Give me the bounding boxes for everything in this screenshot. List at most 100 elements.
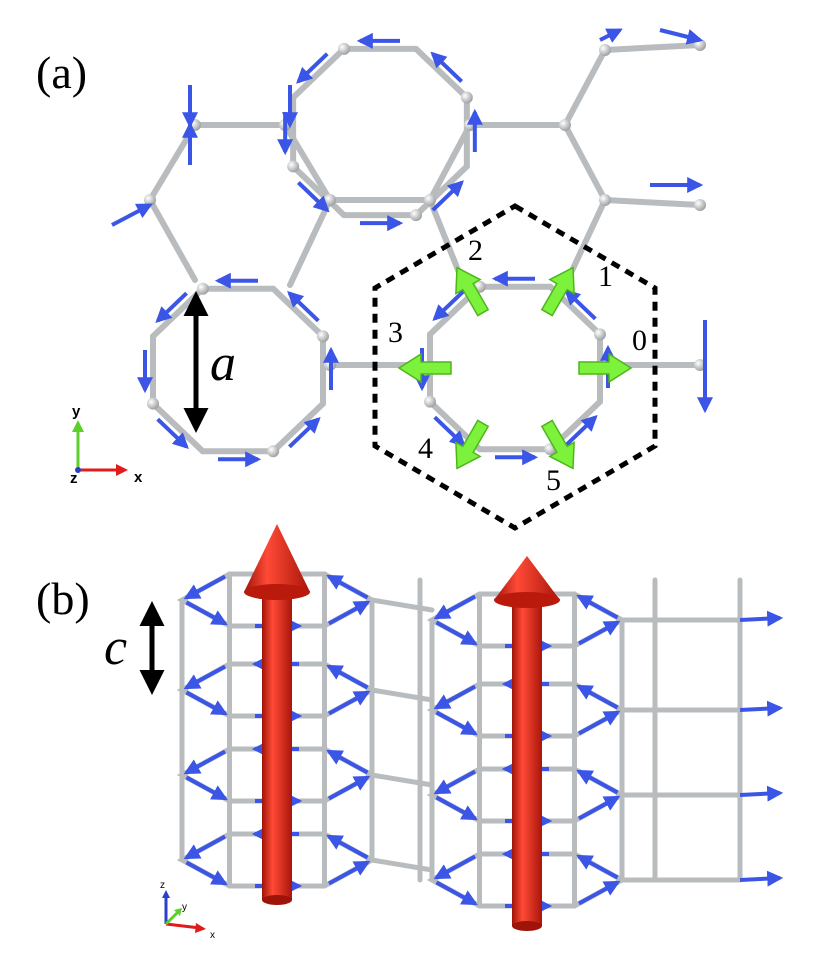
- panel-a: (a) 0 1 2 3 4 5 a y: [36, 28, 713, 531]
- atom: [559, 119, 571, 131]
- spin-b-11: [327, 690, 371, 716]
- net-moment-arrow-left: [244, 524, 310, 905]
- bond-34: [427, 122, 473, 203]
- axis-b-z-label: z: [160, 880, 165, 891]
- spin-b-48: [739, 610, 784, 627]
- lattice-constant-c-arrow: c: [104, 601, 165, 695]
- lattice-constant-c-label: c: [104, 619, 127, 676]
- spin-b-21: [185, 860, 228, 886]
- site-label-0: 0: [632, 324, 647, 357]
- site-label-3: 3: [388, 316, 403, 349]
- lattice-constant-a-label: a: [210, 335, 236, 392]
- bond-31: [602, 42, 703, 53]
- spin-arrow-2: [296, 52, 329, 84]
- spin-b-3: [185, 600, 228, 626]
- spin-b-5: [327, 600, 371, 626]
- link-29: [369, 857, 435, 873]
- spin-b-12: [326, 749, 369, 775]
- atom: [316, 330, 329, 343]
- bond-14: [270, 400, 326, 455]
- bond-0: [412, 45, 470, 101]
- spin-arrow-6: [431, 180, 464, 212]
- bond-39: [567, 197, 608, 278]
- spin-b-18: [326, 834, 369, 860]
- honeycomb-lattice-a: [111, 28, 713, 468]
- spin-arrow-22: [565, 414, 598, 447]
- panel-b-label: (b): [36, 573, 90, 624]
- green-spin-arrows: [397, 266, 633, 470]
- lattice-atoms: [144, 39, 706, 458]
- axes-triad-b: z y x: [160, 880, 215, 941]
- atom: [409, 209, 422, 222]
- green-spin-3: [397, 352, 452, 384]
- spin-b-26: [433, 594, 477, 620]
- atom: [593, 328, 606, 341]
- spin-b-36: [576, 769, 619, 795]
- spin-arrow-4: [296, 181, 330, 213]
- spin-arrow-20: [433, 415, 466, 448]
- axis-x-label: x: [134, 469, 143, 486]
- bond-32: [562, 122, 608, 203]
- bond-26: [147, 197, 198, 283]
- site-label-5: 5: [546, 464, 561, 497]
- spin-b-32: [433, 684, 477, 710]
- net-moment-arrow-right: [494, 556, 560, 931]
- atom: [599, 194, 611, 206]
- bond-8: [270, 285, 326, 340]
- spin-arrow-29: [599, 28, 623, 43]
- spin-b-45: [435, 880, 478, 906]
- axis-y-label: y: [72, 403, 81, 420]
- atom: [196, 282, 209, 295]
- lattice-constant-a-arrow: a: [183, 291, 236, 433]
- spin-arrow-0: [430, 51, 464, 83]
- spin-arrow-8: [287, 290, 320, 323]
- spin-b-8: [183, 664, 227, 690]
- spin-b-14: [183, 749, 227, 775]
- green-spin-0: [578, 352, 633, 384]
- green-spin-4: [455, 419, 490, 470]
- green-spin-5: [540, 419, 575, 470]
- bond-28: [287, 197, 333, 288]
- spin-b-17: [327, 775, 371, 801]
- spin-b-30: [576, 684, 619, 710]
- spin-b-27: [435, 620, 478, 646]
- bond-30: [562, 47, 608, 128]
- spin-b-29: [577, 620, 621, 646]
- spin-b-49: [739, 700, 784, 717]
- site-label-1: 1: [598, 260, 613, 293]
- spin-arrow-30: [659, 28, 704, 45]
- lattice-bonds: [147, 42, 703, 455]
- spin-b-35: [577, 710, 621, 736]
- atom: [287, 160, 300, 173]
- atom: [694, 199, 706, 211]
- spin-arrows-blue: [111, 28, 713, 468]
- spin-b-39: [435, 795, 478, 821]
- green-spin-2: [455, 266, 490, 317]
- spin-b-24: [576, 594, 619, 620]
- bond-6: [412, 163, 470, 219]
- site-label-4: 4: [418, 432, 433, 465]
- spin-b-42: [576, 854, 619, 880]
- atom: [267, 445, 280, 458]
- spin-b-38: [433, 769, 477, 795]
- spin-arrow-28: [111, 203, 153, 227]
- bond-4: [290, 163, 348, 219]
- spin-b-2: [183, 574, 227, 600]
- axis-b-y-label: y: [182, 902, 187, 913]
- axis-z-label: z: [70, 470, 78, 487]
- atom: [424, 395, 437, 408]
- spin-b-41: [577, 795, 621, 821]
- spin-b-15: [185, 775, 228, 801]
- bond-2: [290, 45, 348, 101]
- spin-b-50: [739, 785, 784, 802]
- atom: [424, 194, 436, 206]
- spin-arrow-18: [432, 289, 465, 322]
- spin-b-23: [327, 860, 371, 886]
- bond-38: [427, 197, 463, 278]
- link-27: [369, 772, 435, 788]
- site-labels: 0 1 2 3 4 5: [388, 234, 647, 497]
- link-23: [369, 597, 435, 613]
- spin-arrow-16: [564, 288, 597, 321]
- axis-b-x-label: x: [210, 930, 215, 941]
